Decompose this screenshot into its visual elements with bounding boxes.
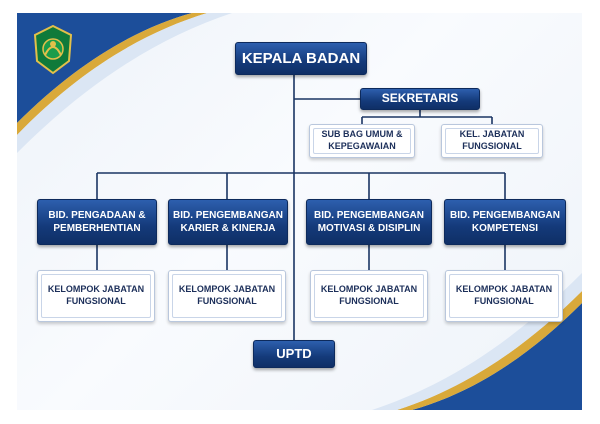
node-bid-karier-label: BID. PENGEMBANGAN KARIER & KINERJA (172, 210, 283, 234)
node-bid-pengadaan: BID. PENGADAAN & PEMBERHENTIAN (37, 199, 157, 245)
node-sub-bag-umum: SUB BAG UMUM & KEPEGAWAIAN (309, 124, 415, 158)
node-kelompok-2-label: KELOMPOK JABATAN FUNGSIONAL (178, 284, 276, 306)
node-kelompok-1: KELOMPOK JABATAN FUNGSIONAL (37, 270, 155, 322)
node-kelompok-1-label: KELOMPOK JABATAN FUNGSIONAL (47, 284, 145, 306)
node-kepala-badan: KEPALA BADAN (235, 42, 367, 75)
node-kelompok-3: KELOMPOK JABATAN FUNGSIONAL (310, 270, 428, 322)
node-kel-jabatan-fungsional: KEL. JABATAN FUNGSIONAL (441, 124, 543, 158)
node-bid-kompetensi-label: BID. PENGEMBANGAN KOMPETENSI (449, 210, 560, 234)
node-bid-karier: BID. PENGEMBANGAN KARIER & KINERJA (168, 199, 288, 245)
emblem-logo (33, 25, 73, 75)
node-kelompok-3-label: KELOMPOK JABATAN FUNGSIONAL (320, 284, 418, 306)
node-kelompok-2: KELOMPOK JABATAN FUNGSIONAL (168, 270, 286, 322)
node-kelompok-4-label: KELOMPOK JABATAN FUNGSIONAL (455, 284, 553, 306)
node-kelompok-4: KELOMPOK JABATAN FUNGSIONAL (445, 270, 563, 322)
node-bid-motivasi: BID. PENGEMBANGAN MOTIVASI & DISIPLIN (306, 199, 432, 245)
node-bid-pengadaan-label: BID. PENGADAAN & PEMBERHENTIAN (48, 210, 146, 234)
node-uptd: UPTD (253, 340, 335, 368)
node-bid-motivasi-label: BID. PENGEMBANGAN MOTIVASI & DISIPLIN (313, 210, 424, 234)
node-uptd-label: UPTD (276, 345, 312, 361)
node-kel-jabatan-fungsional-label: KEL. JABATAN FUNGSIONAL (459, 129, 525, 151)
node-kepala-badan-label: KEPALA BADAN (241, 49, 361, 67)
node-sekretaris: SEKRETARIS (360, 88, 480, 110)
node-sub-bag-umum-label: SUB BAG UMUM & KEPEGAWAIAN (321, 129, 403, 151)
node-sekretaris-label: SEKRETARIS (381, 91, 459, 106)
node-bid-kompetensi: BID. PENGEMBANGAN KOMPETENSI (444, 199, 566, 245)
